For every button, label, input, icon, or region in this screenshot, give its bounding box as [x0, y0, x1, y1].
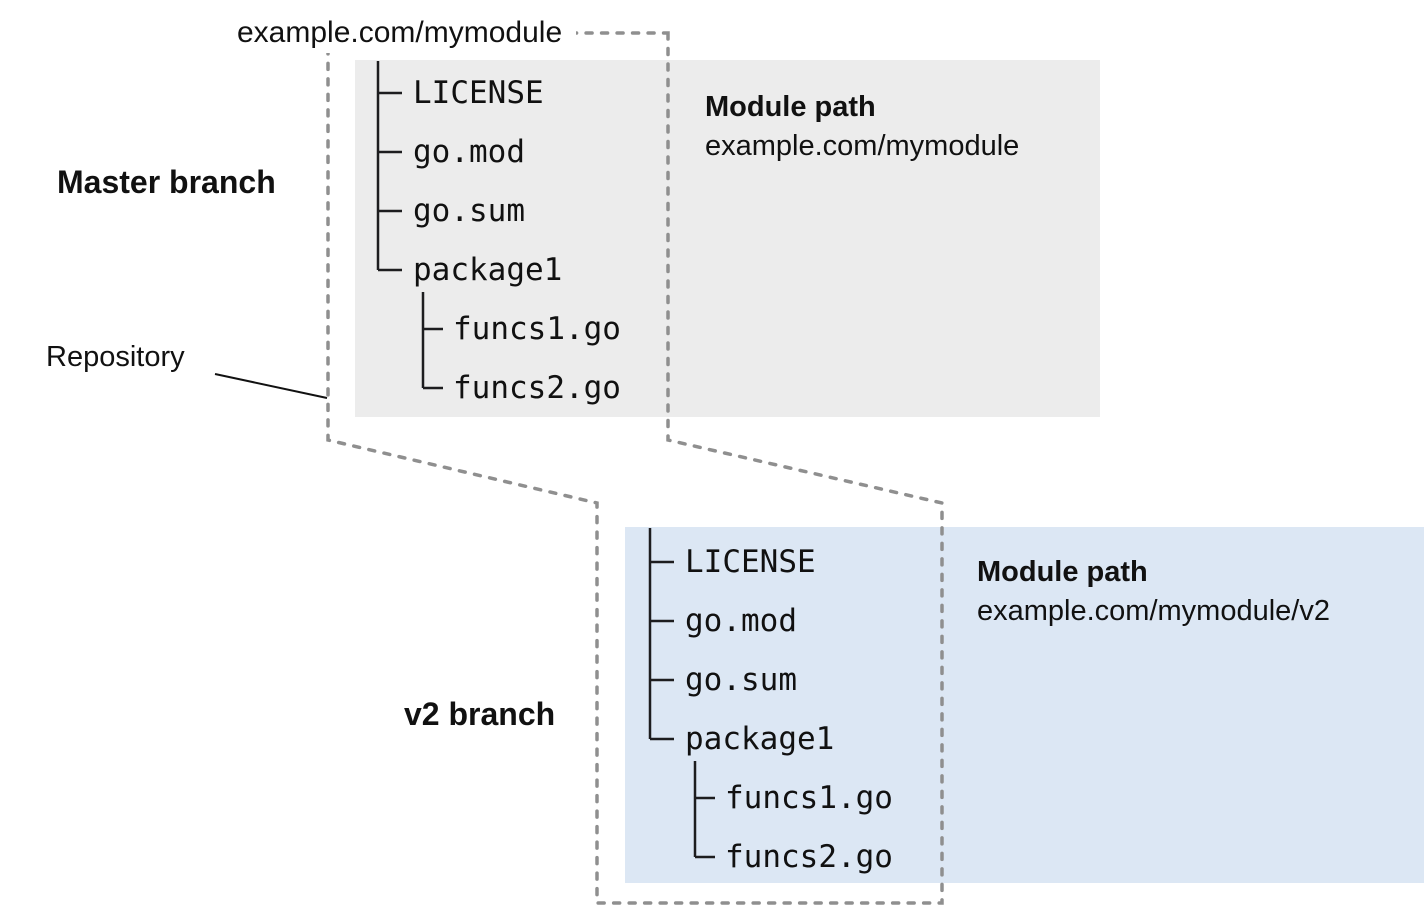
repository-label: Repository [46, 341, 185, 373]
v2-file-gomod: go.mod [685, 603, 797, 639]
master-file-gosum: go.sum [413, 193, 525, 229]
master-module-path-title: Module path [705, 91, 876, 123]
repository-url-label: example.com/mymodule [223, 13, 577, 53]
v2-file-funcs2: funcs2.go [725, 839, 893, 875]
master-file-license: LICENSE [413, 75, 544, 111]
repository-pointer-line [214, 373, 328, 399]
master-dir-package1: package1 [413, 252, 563, 288]
v2-module-path: Module path example.com/mymodule/v2 [977, 553, 1330, 631]
v2-file-license: LICENSE [685, 544, 816, 580]
v2-file-funcs1: funcs1.go [725, 780, 893, 816]
v2-file-gosum: go.sum [685, 662, 797, 698]
master-file-gomod: go.mod [413, 134, 525, 170]
v2-module-path-title: Module path [977, 556, 1148, 588]
master-module-path-value: example.com/mymodule [705, 130, 1020, 162]
v2-module-path-value: example.com/mymodule/v2 [977, 595, 1330, 627]
master-branch-label: Master branch [57, 164, 276, 200]
master-file-funcs2: funcs2.go [453, 370, 621, 406]
master-file-funcs1: funcs1.go [453, 311, 621, 347]
master-module-path: Module path example.com/mymodule [705, 88, 1019, 166]
v2-dir-package1: package1 [685, 721, 835, 757]
v2-branch-label: v2 branch [404, 696, 556, 732]
